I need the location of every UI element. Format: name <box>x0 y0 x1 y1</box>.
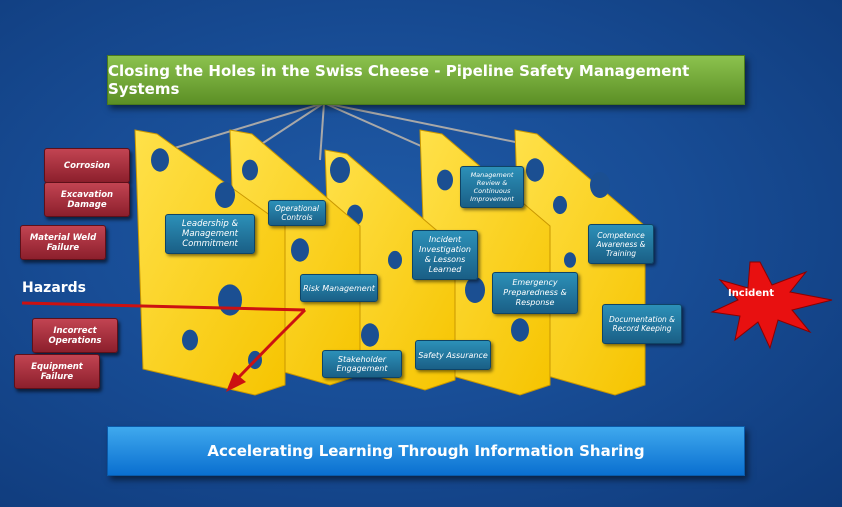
element-operational-controls: Operational Controls <box>268 200 326 226</box>
cheese-hole <box>218 284 242 316</box>
hazard-box-equipment-failure: Equipment Failure <box>14 354 100 389</box>
cheese-hole <box>151 148 169 172</box>
footer-title: Accelerating Learning Through Informatio… <box>207 442 645 460</box>
element-competence-training: Competence Awareness & Training <box>588 224 654 264</box>
title-banner: Closing the Holes in the Swiss Cheese - … <box>107 55 745 105</box>
element-safety-assurance: Safety Assurance <box>415 340 491 370</box>
page-title: Closing the Holes in the Swiss Cheese - … <box>108 62 690 98</box>
cheese-hole <box>564 252 576 268</box>
element-risk-management: Risk Management <box>300 274 378 302</box>
incident-label: Incident <box>727 288 775 299</box>
cheese-hole <box>590 172 610 198</box>
hazard-box-material-weld-failure: Material Weld Failure <box>20 225 106 260</box>
hazard-box-corrosion: Corrosion <box>44 148 130 183</box>
hazard-box-excavation-damage: Excavation Damage <box>44 182 130 217</box>
element-management-review: Management Review & Continuous Improveme… <box>460 166 524 208</box>
footer-banner: Accelerating Learning Through Informatio… <box>107 426 745 476</box>
hazard-box-incorrect-operations: Incorrect Operations <box>32 318 118 353</box>
incident-burst <box>710 261 833 350</box>
element-documentation-record-keeping: Documentation & Record Keeping <box>602 304 682 344</box>
cheese-hole <box>215 182 235 208</box>
cheese-hole <box>330 157 350 183</box>
hazard-arrow <box>21 301 307 392</box>
cheese-hole <box>388 250 402 270</box>
cheese-hole <box>291 238 309 262</box>
element-stakeholder-engagement: Stakeholder Engagement <box>322 350 402 378</box>
cheese-slice <box>134 129 286 396</box>
hazards-label: Hazards <box>22 280 87 296</box>
cheese-hole <box>242 159 258 181</box>
cheese-hole <box>361 323 379 347</box>
cheese-hole <box>182 329 198 351</box>
cheese-hole <box>437 169 453 191</box>
title-connector-lines <box>167 102 531 161</box>
element-incident-investigation: Incident Investigation & Lessons Learned <box>412 230 478 280</box>
cheese-hole <box>553 195 567 215</box>
element-leadership-commitment: Leadership & Management Commitment <box>165 214 255 254</box>
cheese-hole <box>465 277 485 303</box>
cheese-hole <box>526 158 544 182</box>
cheese-hole <box>511 318 529 342</box>
element-emergency-preparedness: Emergency Preparedness & Response <box>492 272 578 314</box>
